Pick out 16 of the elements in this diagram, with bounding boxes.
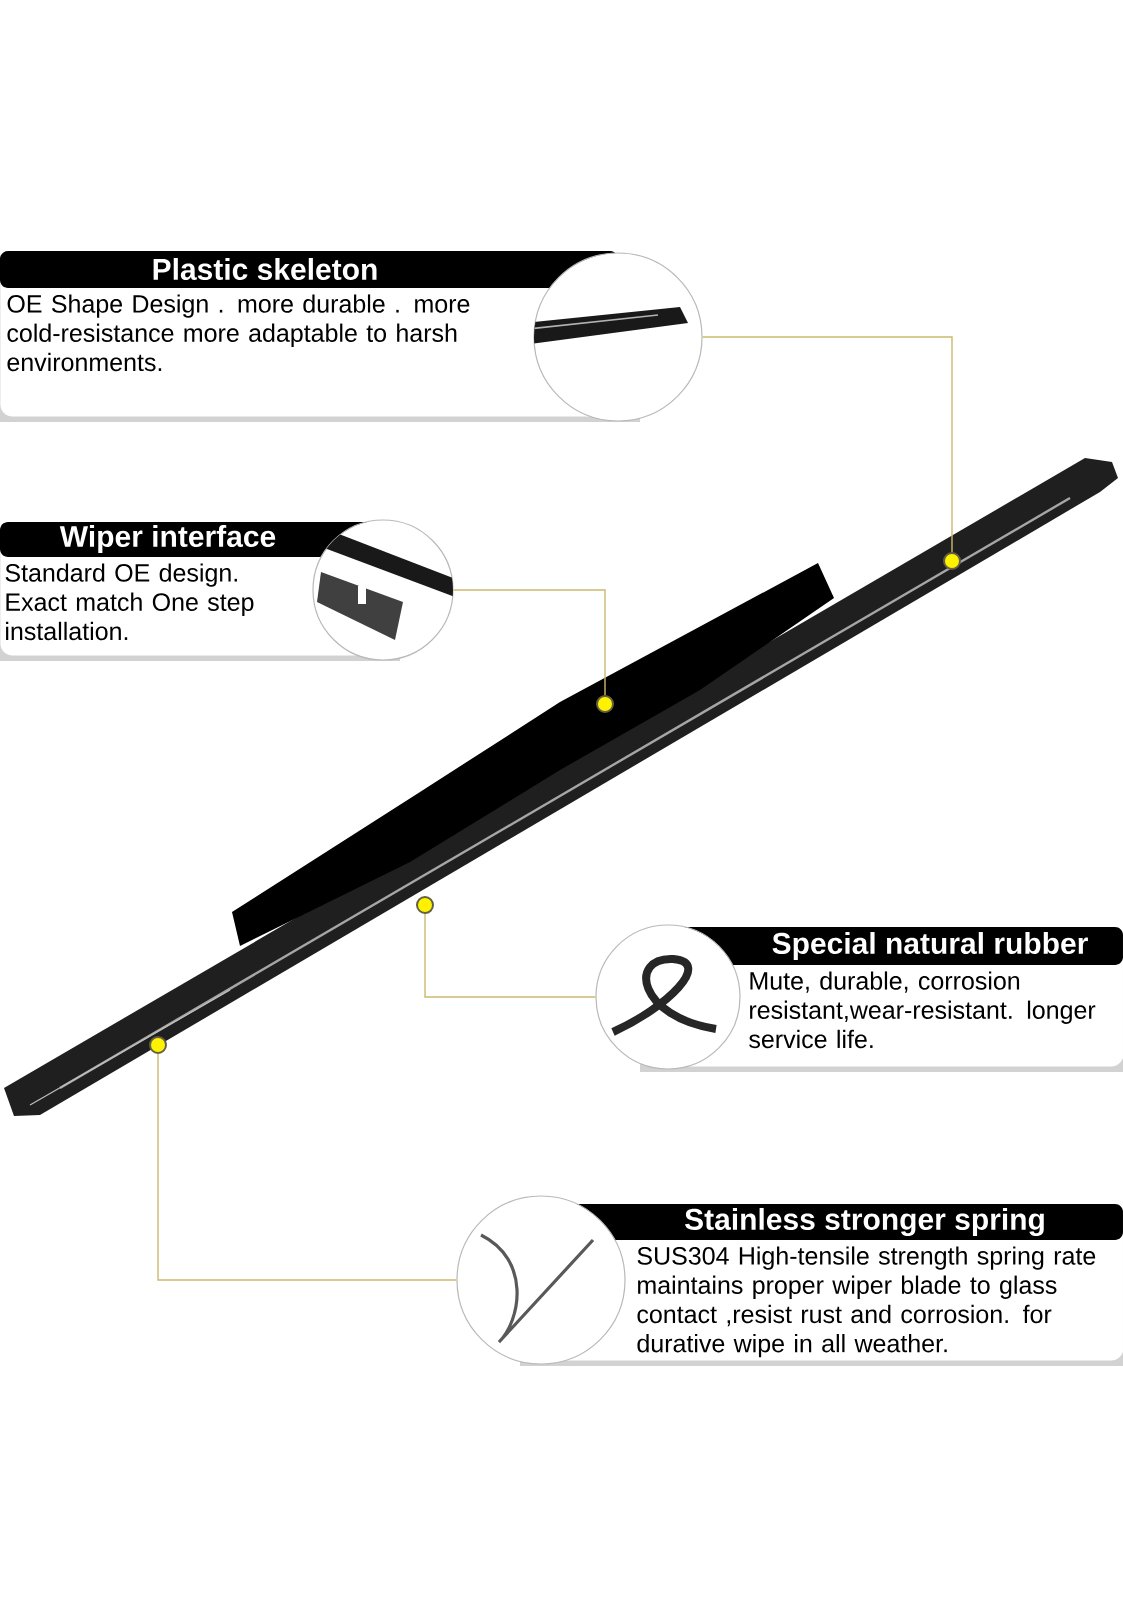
- target-dot: [149, 1036, 167, 1054]
- target-dot: [943, 552, 961, 570]
- close-up-picture: [456, 1195, 626, 1365]
- body-text: SUS304 High-tensile strength spring rate maintains proper wiper blade to glass contact ,resist rust and corrosion. for durative wipe in all weather.: [637, 1246, 1096, 1358]
- body-text: Standard OE design. Exact match One step installation.: [5, 563, 254, 641]
- heading-band: Plastic skeleton: [0, 251, 618, 288]
- target-dot: [416, 896, 434, 914]
- leader-line: [424, 913, 597, 998]
- close-up-picture: [595, 924, 741, 1070]
- close-up-picture: [533, 252, 703, 422]
- target-dot: [596, 695, 614, 713]
- leader-line: [701, 336, 953, 553]
- leader-line: [157, 1053, 458, 1281]
- body-text: Mute, durable, corrosion resistant,wear-resistant. longer service life.: [749, 971, 1096, 1049]
- close-up-picture: [312, 519, 454, 661]
- body-text: OE Shape Design . more durable . more cold-resistance more adaptable to harsh environments.: [7, 294, 470, 372]
